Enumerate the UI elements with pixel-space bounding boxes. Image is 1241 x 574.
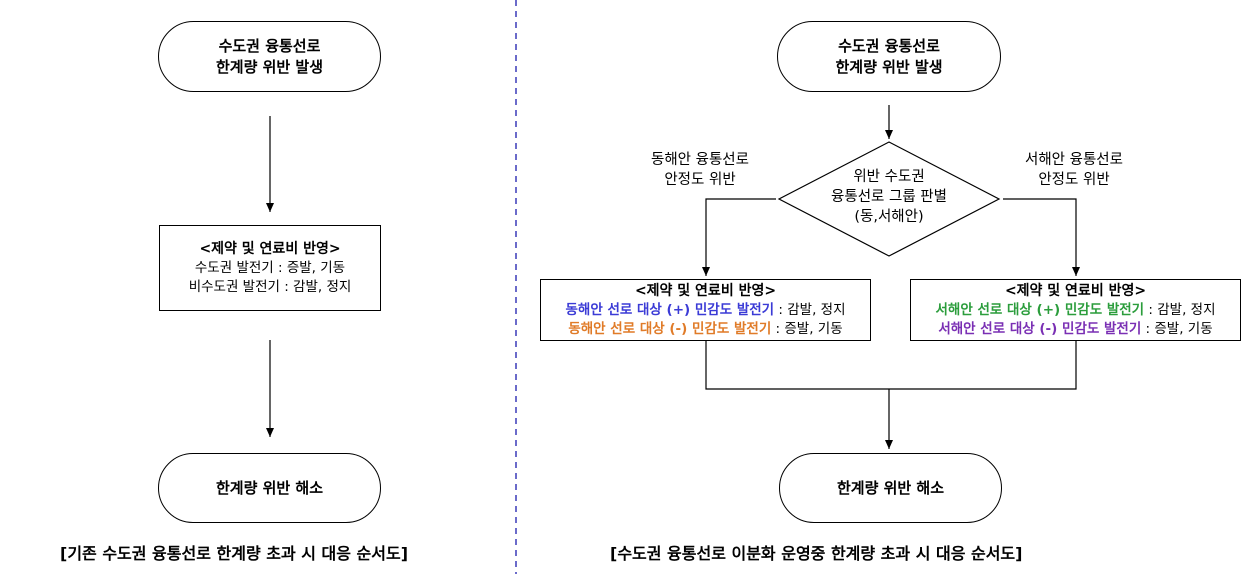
left-process-line-1: 수도권 발전기 : 증발, 기동 xyxy=(194,259,346,276)
left-start-line-1: 수도권 융통선로 xyxy=(218,36,321,55)
east-minus-label: 동해안 선로 대상 (-) 민감도 발전기 xyxy=(568,320,772,337)
right-start-line-1: 수도권 융통선로 xyxy=(838,36,940,55)
west-label-line-2: 안정도 위반 xyxy=(1038,172,1110,188)
left-caption: [기존 수도권 융통선로 한계량 초과 시 대응 순서도] xyxy=(60,544,409,563)
west-process-line-1: 서해안 선로 대상 (+) 민감도 발전기 : 감발, 정지 xyxy=(935,301,1215,320)
east-process-line-2: 동해안 선로 대상 (-) 민감도 발전기 : 증발, 기동 xyxy=(568,320,842,339)
east-plus-label: 동해안 선로 대상 (+) 민감도 발전기 xyxy=(565,301,775,318)
west-process-line-2: 서해안 선로 대상 (-) 민감도 발전기 : 증발, 기동 xyxy=(938,320,1212,339)
west-minus-label: 서해안 선로 대상 (-) 민감도 발전기 xyxy=(938,320,1142,337)
merge-line xyxy=(705,341,1077,390)
left-process-box: <제약 및 연료비 반영> 수도권 발전기 : 증발, 기동 비수도권 발전기 … xyxy=(159,225,381,311)
decision-diamond xyxy=(777,141,1001,257)
east-branch-label: 동해안 융통선로 안정도 위반 xyxy=(620,150,780,190)
decision-line-1: 위반 수도권 xyxy=(853,169,925,185)
left-end-terminal: 한계량 위반 해소 xyxy=(158,453,381,523)
west-minus-action: : 증발, 기동 xyxy=(1141,320,1213,337)
east-process-title: <제약 및 연료비 반영> xyxy=(634,282,777,299)
west-process-title: <제약 및 연료비 반영> xyxy=(1004,282,1147,299)
right-end-terminal: 한계량 위반 해소 xyxy=(779,453,1002,523)
right-start-line-2: 한계량 위반 발생 xyxy=(835,57,943,76)
left-process-line-2: 비수도권 발전기 : 감발, 정지 xyxy=(188,278,352,295)
east-label-line-1: 동해안 융통선로 xyxy=(651,152,749,168)
decision-text: 위반 수도권 융통선로 그룹 판별 (동,서해안) xyxy=(799,167,979,227)
decision-line-3: (동,서해안) xyxy=(854,209,924,225)
west-label-line-1: 서해안 융통선로 xyxy=(1025,152,1123,168)
right-start-terminal: 수도권 융통선로 한계량 위반 발생 xyxy=(777,21,1001,92)
east-plus-action: : 감발, 정지 xyxy=(774,301,846,318)
east-process-box: <제약 및 연료비 반영> 동해안 선로 대상 (+) 민감도 발전기 : 감발… xyxy=(540,279,871,341)
left-end-text: 한계량 위반 해소 xyxy=(215,478,324,497)
left-start-terminal: 수도권 융통선로 한계량 위반 발생 xyxy=(158,21,381,92)
decision-line-2: 융통선로 그룹 판별 xyxy=(831,189,947,205)
arrow-to-west-process xyxy=(1003,198,1080,276)
right-end-text: 한계량 위반 해소 xyxy=(836,478,945,497)
left-start-line-2: 한계량 위반 발생 xyxy=(215,57,324,76)
east-process-line-1: 동해안 선로 대상 (+) 민감도 발전기 : 감발, 정지 xyxy=(565,301,845,320)
west-plus-label: 서해안 선로 대상 (+) 민감도 발전기 xyxy=(935,301,1145,318)
west-process-box: <제약 및 연료비 반영> 서해안 선로 대상 (+) 민감도 발전기 : 감발… xyxy=(910,279,1241,341)
west-branch-label: 서해안 융통선로 안정도 위반 xyxy=(994,150,1154,190)
west-plus-action: : 감발, 정지 xyxy=(1144,301,1216,318)
right-caption: [수도권 융통선로 이분화 운영중 한계량 초과 시 대응 순서도] xyxy=(610,544,1023,563)
east-label-line-2: 안정도 위반 xyxy=(664,172,736,188)
left-process-title: <제약 및 연료비 반영> xyxy=(199,240,341,257)
arrow-to-east-process xyxy=(702,198,776,276)
east-minus-action: : 증발, 기동 xyxy=(771,320,843,337)
